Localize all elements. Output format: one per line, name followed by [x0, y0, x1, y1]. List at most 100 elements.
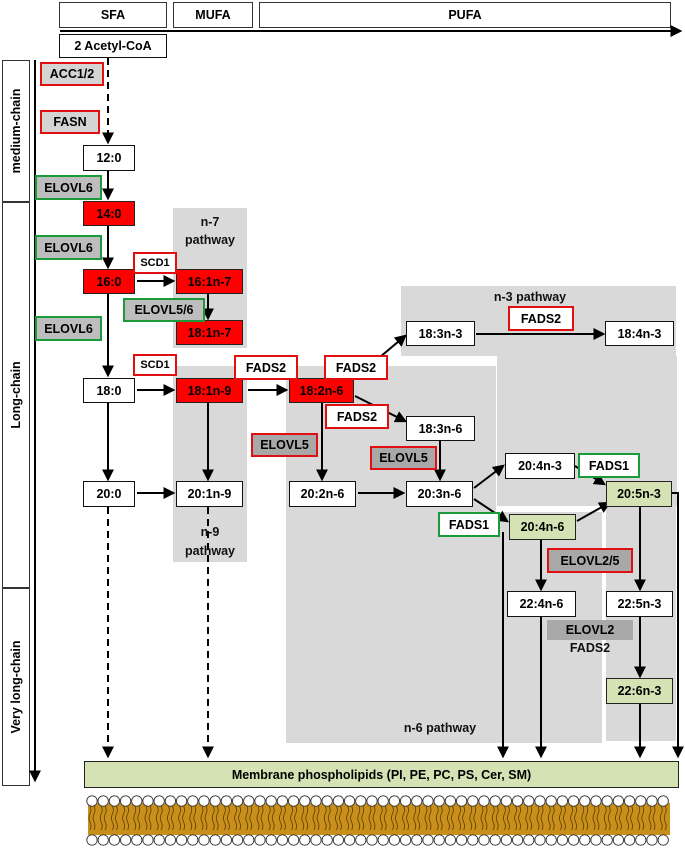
lipid-head	[366, 795, 378, 807]
lipid-head	[153, 795, 165, 807]
lipid-head	[119, 834, 132, 846]
lipid-tail	[581, 805, 585, 831]
side-long-chain: Long-chain	[2, 202, 30, 588]
lipid-head	[411, 795, 423, 807]
enzyme-fads2-c: FADS2	[325, 404, 389, 429]
lipid-head	[478, 834, 490, 846]
lipid-head	[220, 795, 233, 807]
lipid-head	[332, 834, 345, 846]
lipid-tail	[469, 805, 473, 831]
lipid-tail	[563, 805, 566, 831]
lipid-head	[590, 834, 602, 846]
enzyme-elovl5-b: ELOVL5	[370, 446, 437, 470]
lipid-head	[287, 795, 300, 807]
fa-20-5n3: 20:5n-3	[606, 481, 672, 507]
enzyme-elovl2-5: ELOVL2/5	[547, 548, 633, 573]
lipid-head	[579, 795, 591, 807]
side-medium-chain: medium-chain	[2, 60, 30, 202]
enzyme-fasn: FASN	[40, 110, 100, 134]
fa-12-0: 12:0	[83, 145, 135, 171]
lipid-tail	[122, 805, 125, 831]
lipid-head	[321, 834, 333, 846]
lipid-tail	[346, 805, 349, 831]
lipid-tail	[99, 805, 103, 831]
lipid-head	[433, 795, 445, 807]
lipid-tail	[663, 805, 667, 831]
fa-14-0: 14:0	[83, 201, 135, 226]
lipid-head	[534, 795, 546, 807]
side-very-long-chain: Very long-chain	[2, 588, 30, 786]
lipid-tail	[305, 805, 309, 831]
fa-18-1n7: 18:1n-7	[176, 320, 243, 345]
lipid-head	[97, 834, 109, 846]
lipid-head	[500, 795, 513, 807]
fa-20-0: 20:0	[83, 481, 135, 507]
enzyme-scd1-b: SCD1	[133, 354, 177, 376]
lipid-head	[623, 834, 636, 846]
lipid-tail	[111, 805, 114, 831]
lipid-head	[534, 834, 546, 846]
enzyme-elovl6-c: ELOVL6	[35, 316, 102, 341]
lipid-head	[321, 795, 333, 807]
lipid-tail	[223, 805, 226, 831]
enzyme-fads1-b: FADS1	[438, 512, 500, 537]
lipid-tail	[335, 805, 338, 831]
lipid-head	[556, 795, 569, 807]
lipid-head	[198, 834, 210, 846]
lipid-head	[209, 795, 221, 807]
lipid-tail	[518, 805, 521, 831]
acetyl-coa-box: 2 Acetyl-CoA	[59, 34, 167, 58]
lipid-head	[590, 795, 602, 807]
lipid-tail	[92, 805, 96, 831]
lipid-tail	[159, 805, 163, 831]
lipid-head	[444, 834, 457, 846]
fa-18-3n3: 18:3n-3	[406, 321, 475, 346]
lipid-head	[131, 834, 143, 846]
fa-22-6n3: 22:6n-3	[606, 678, 673, 704]
lipid-tail	[245, 805, 249, 831]
lipid-tail	[395, 805, 398, 831]
lipid-tail	[238, 805, 241, 831]
lipid-tail	[294, 805, 297, 831]
lipid-head	[254, 834, 266, 846]
lipid-tail	[350, 805, 353, 831]
lipid-tail	[290, 805, 293, 831]
lipid-tail	[607, 805, 611, 831]
lipid-tail	[480, 805, 484, 831]
lipid-head	[265, 834, 277, 846]
lipid-tail	[495, 805, 499, 831]
lipid-tail	[484, 805, 488, 831]
lipid-tail	[458, 805, 461, 831]
lipid-head	[198, 795, 210, 807]
lipid-tail	[619, 805, 622, 831]
lipid-tail	[260, 805, 264, 831]
lipid-tail	[383, 805, 387, 831]
lipid-head	[355, 834, 367, 846]
lipid-head	[299, 795, 311, 807]
lipid-tail	[585, 805, 589, 831]
lipid-tail	[144, 805, 148, 831]
lipid-tail	[283, 805, 286, 831]
lipid-tail	[615, 805, 618, 831]
lipid-tail	[249, 805, 253, 831]
lipid-head	[276, 834, 289, 846]
lipid-head	[310, 834, 322, 846]
lipid-head	[467, 795, 479, 807]
lipid-tail	[652, 805, 656, 831]
lipid-tail	[323, 805, 327, 831]
enzyme-elovl5-a: ELOVL5	[251, 433, 318, 457]
enzyme-fads2-a: FADS2	[234, 355, 298, 380]
lipid-head	[657, 795, 669, 807]
lipid-tail	[637, 805, 641, 831]
lipid-tail	[547, 805, 551, 831]
lipid-head	[377, 795, 389, 807]
fa-20-1n9: 20:1n-9	[176, 481, 243, 507]
lipid-head	[399, 795, 412, 807]
lipid-head	[455, 795, 468, 807]
lipid-tail	[473, 805, 477, 831]
lipid-tail	[596, 805, 600, 831]
lipid-tail	[447, 805, 450, 831]
lipid-tail	[171, 805, 174, 831]
enzyme-scd1-a: SCD1	[133, 252, 177, 274]
lipid-head	[444, 795, 457, 807]
